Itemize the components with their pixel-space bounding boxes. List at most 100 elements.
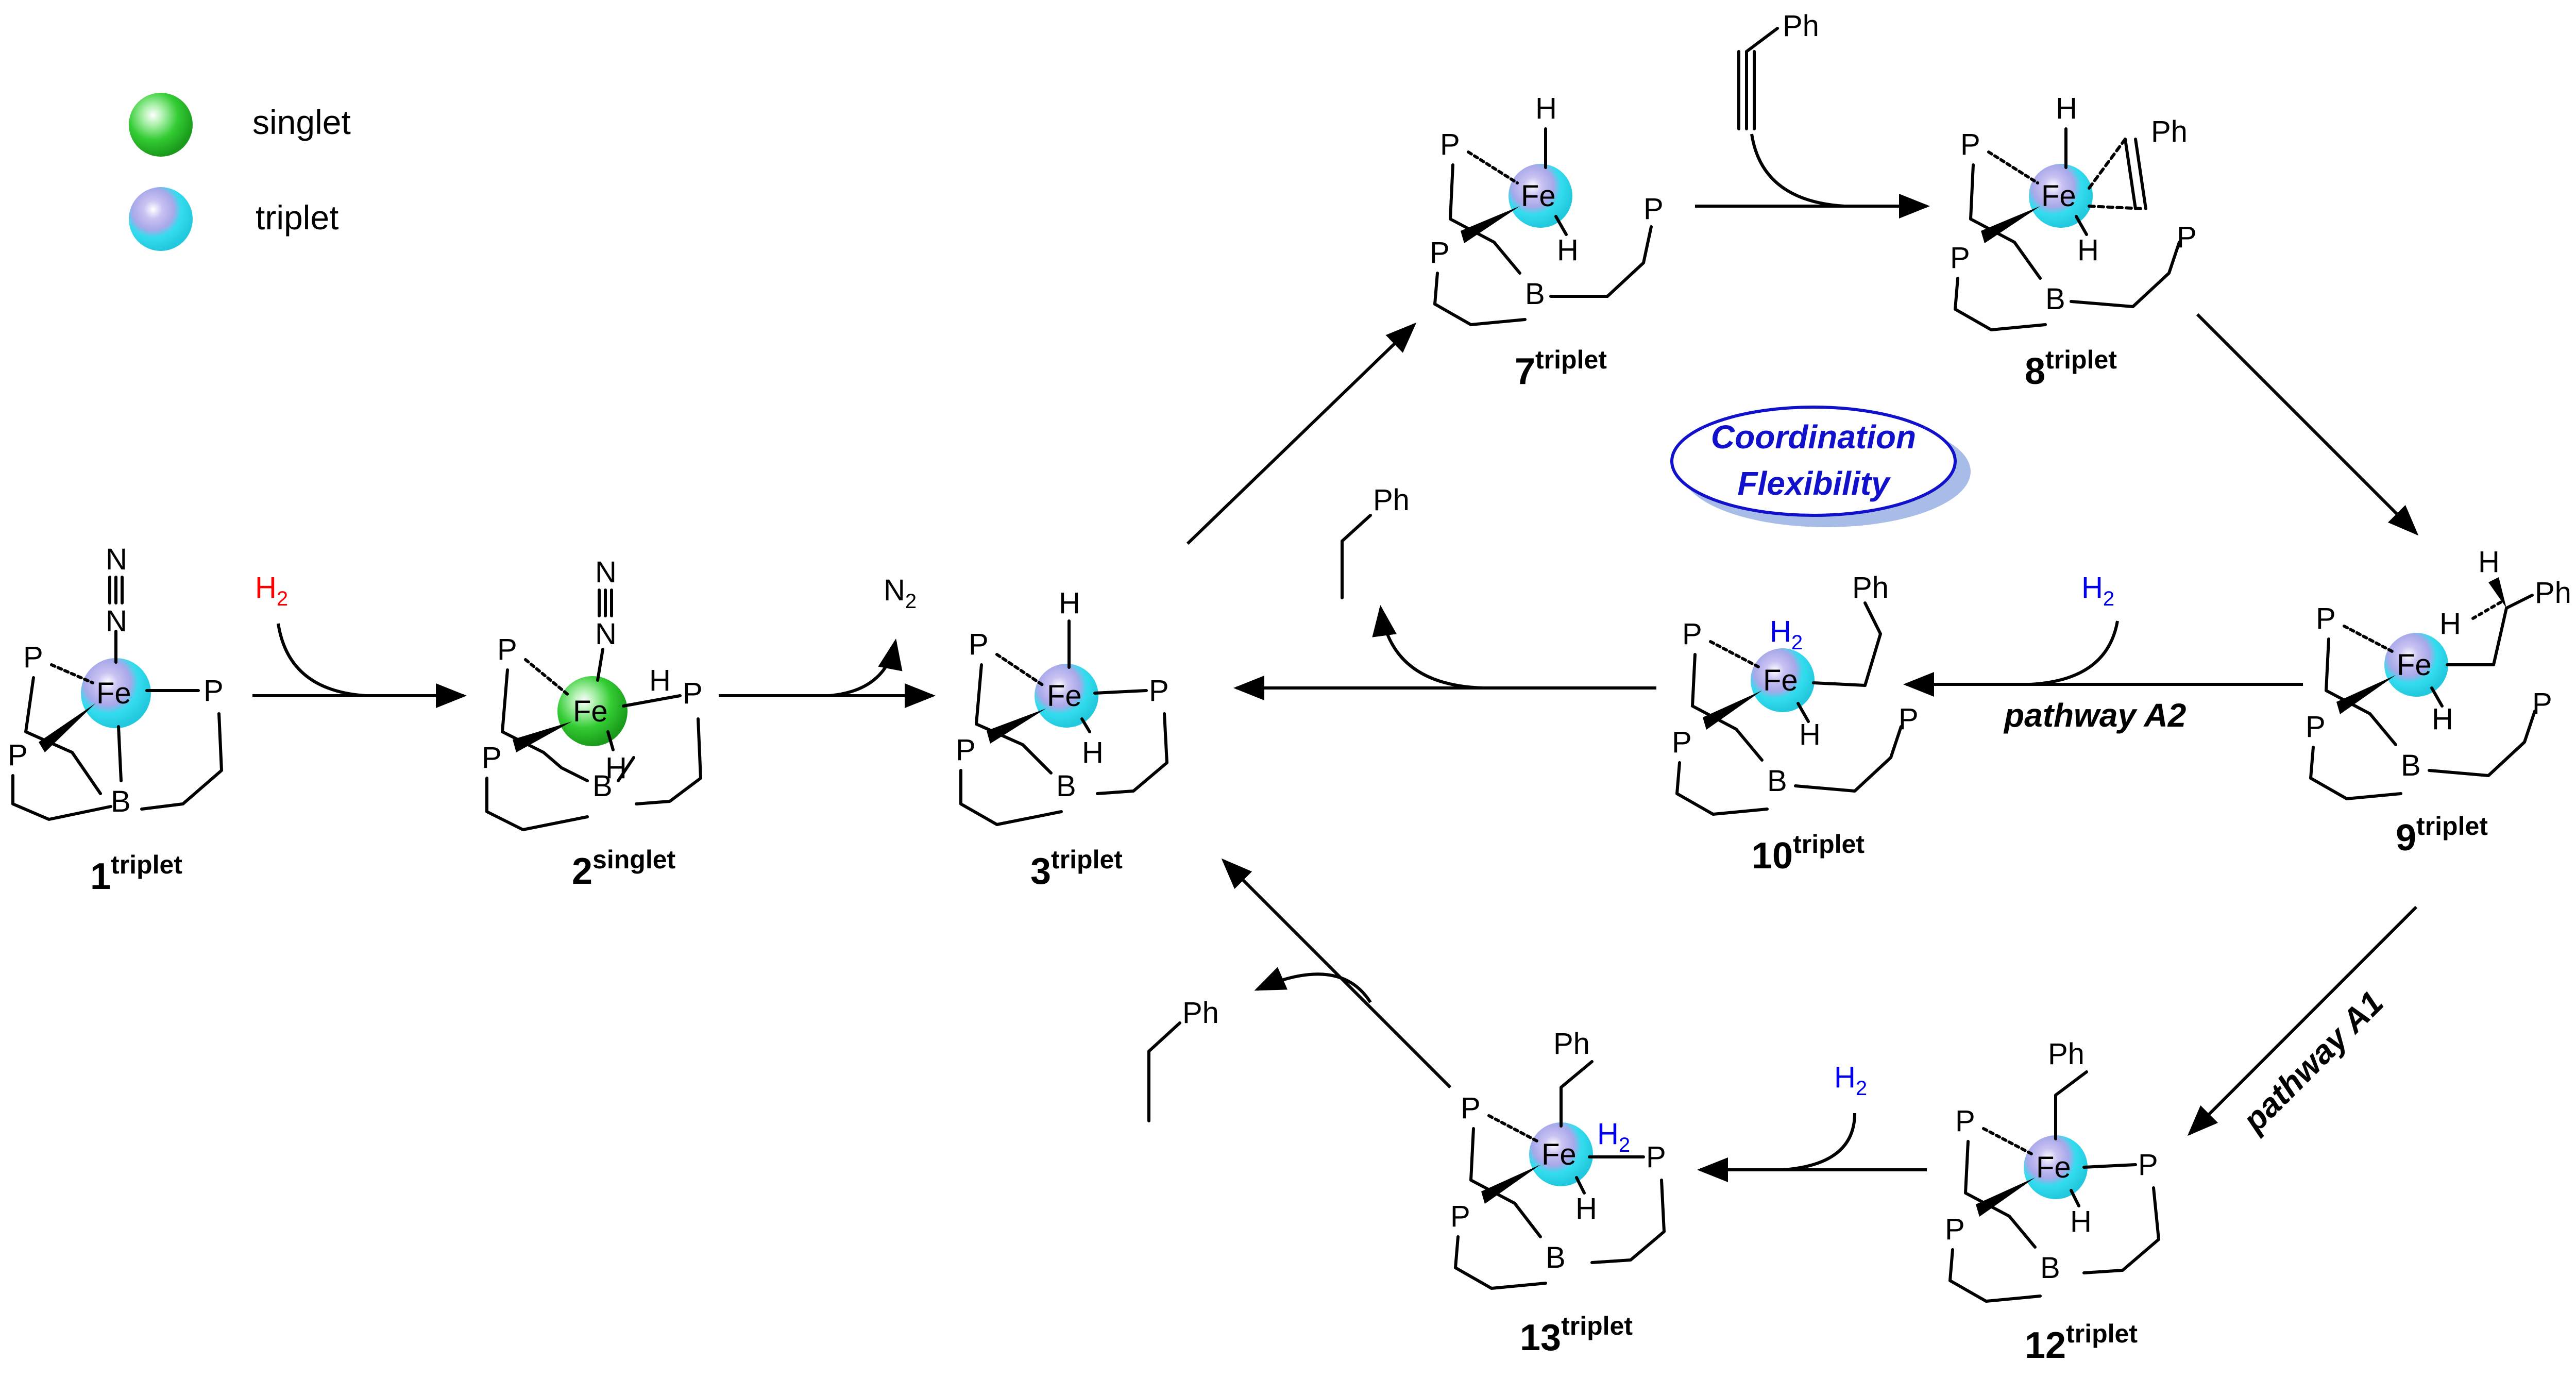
arrow-2-to-3: N2 xyxy=(719,574,936,708)
fe-triplet-sphere xyxy=(2024,1135,2088,1199)
compound-3: Fe H P H P P B 3triplet xyxy=(956,586,1169,892)
svg-text:H: H xyxy=(2439,607,2461,641)
svg-text:P: P xyxy=(1643,192,1664,226)
svg-text:H: H xyxy=(2077,233,2099,267)
svg-text:Fe: Fe xyxy=(2036,1151,2071,1184)
fe-triplet-sphere xyxy=(1035,664,1098,728)
legend-singlet-label: singlet xyxy=(252,103,351,141)
arrow-9-to-10: H2 pathway A2 xyxy=(1903,571,2303,734)
triplet-legend-sphere xyxy=(129,187,193,251)
svg-text:H2: H2 xyxy=(1770,615,1803,654)
svg-text:P: P xyxy=(23,641,43,674)
svg-text:Fe: Fe xyxy=(1763,664,1798,697)
svg-text:P: P xyxy=(1646,1140,1666,1174)
legend-triplet-label: triplet xyxy=(256,198,338,237)
arrow-1-to-2: H2 xyxy=(252,571,467,708)
svg-text:P: P xyxy=(1945,1213,1965,1246)
svg-text:P: P xyxy=(1955,1104,1975,1138)
svg-text:H: H xyxy=(605,751,627,785)
svg-text:H: H xyxy=(2070,1205,2092,1238)
svg-text:P: P xyxy=(1149,674,1169,708)
compound-8: Fe H H Ph P P B P 8triplet xyxy=(1950,92,2197,392)
compound-2: Fe N N H P H P P B 2singlet xyxy=(482,556,703,892)
fe-triplet-sphere xyxy=(1529,1122,1593,1186)
arrow-10-to-3: Ph xyxy=(1233,483,1656,700)
svg-text:H: H xyxy=(2478,545,2500,579)
phenylacetylene-ph: Ph xyxy=(1783,9,1819,43)
svg-text:B: B xyxy=(1767,764,1787,798)
svg-text:B: B xyxy=(1546,1241,1566,1274)
compound-9: Fe H H Ph H P P B P 9triplet xyxy=(2306,545,2571,859)
h2-reagent-a1: H2 xyxy=(1834,1061,1867,1100)
svg-text:P: P xyxy=(969,628,989,661)
svg-text:B: B xyxy=(2045,282,2065,316)
svg-text:P: P xyxy=(1672,726,1692,759)
svg-text:Ph: Ph xyxy=(2151,115,2188,148)
svg-text:P: P xyxy=(2316,602,2336,635)
svg-text:B: B xyxy=(2040,1251,2060,1285)
fe-triplet-sphere xyxy=(1509,164,1572,228)
svg-text:Fe: Fe xyxy=(2041,179,2076,213)
svg-text:P: P xyxy=(1440,128,1460,161)
label-compound-9: 9triplet xyxy=(2396,812,2488,859)
label-compound-10: 10triplet xyxy=(1752,830,1865,877)
compound-13: Fe Ph H2 P H P P B 13triplet xyxy=(1450,1027,1666,1358)
compound-10: Fe H2 Ph H P P B P 10triplet xyxy=(1672,571,1919,877)
ethylbenzene-ph-a1: Ph xyxy=(1182,996,1219,1030)
svg-text:B: B xyxy=(2401,749,2421,782)
label-compound-3: 3triplet xyxy=(1030,845,1123,892)
arrow-8-to-9 xyxy=(2196,313,2419,536)
svg-text:H: H xyxy=(1799,718,1821,751)
h2-reagent: H2 xyxy=(255,571,288,610)
svg-text:Fe: Fe xyxy=(573,695,608,728)
svg-text:P: P xyxy=(204,674,224,708)
arrow-12-to-13: H2 xyxy=(1697,1061,1927,1182)
svg-text:P: P xyxy=(1960,128,1980,161)
svg-text:P: P xyxy=(497,633,517,666)
svg-text:N: N xyxy=(106,604,127,638)
svg-text:P: P xyxy=(1950,241,1970,275)
singlet-legend-sphere xyxy=(129,93,193,157)
svg-text:Ph: Ph xyxy=(2535,576,2571,610)
svg-text:H: H xyxy=(649,664,671,697)
svg-text:P: P xyxy=(1461,1091,1481,1125)
arrow-13-to-3: Ph xyxy=(1147,858,1452,1122)
svg-text:B: B xyxy=(111,785,131,818)
svg-text:H: H xyxy=(2056,92,2077,125)
svg-text:Ph: Ph xyxy=(1553,1027,1590,1061)
compound-12: Fe Ph P H P P B 12triplet xyxy=(1945,1037,2160,1366)
svg-text:H: H xyxy=(1535,92,1557,125)
svg-text:H2: H2 xyxy=(1597,1117,1630,1156)
arrow-7-to-8: Ph xyxy=(1695,9,1930,219)
svg-text:P: P xyxy=(8,738,28,772)
svg-text:Ph: Ph xyxy=(2048,1037,2084,1071)
svg-text:B: B xyxy=(592,769,613,803)
svg-text:N: N xyxy=(595,556,617,589)
svg-text:Fe: Fe xyxy=(1541,1138,1577,1171)
svg-text:P: P xyxy=(2306,710,2326,744)
compound-7: Fe H H P P B P 7triplet xyxy=(1430,92,1664,392)
svg-text:P: P xyxy=(683,677,703,710)
pathway-a2-label: pathway A2 xyxy=(2003,697,2186,734)
legend: singlet triplet xyxy=(129,93,351,251)
label-compound-8: 8triplet xyxy=(2025,345,2117,392)
svg-text:B: B xyxy=(1056,769,1076,803)
svg-text:Fe: Fe xyxy=(96,677,131,710)
svg-text:Fe: Fe xyxy=(1047,679,1082,713)
svg-text:P: P xyxy=(956,733,976,767)
ethylbenzene-ph-a2: Ph xyxy=(1373,483,1410,517)
h2-reagent-a2: H2 xyxy=(2081,571,2114,610)
arrow-3-to-7 xyxy=(1186,322,1417,545)
fe-triplet-sphere xyxy=(1751,648,1815,712)
svg-text:H: H xyxy=(1059,586,1080,620)
svg-text:Ph: Ph xyxy=(1852,571,1889,604)
svg-text:H: H xyxy=(2432,702,2453,736)
svg-text:P: P xyxy=(2138,1148,2158,1182)
n2-product: N2 xyxy=(884,574,917,613)
fe-triplet-sphere xyxy=(2384,633,2448,697)
svg-text:N: N xyxy=(106,543,127,576)
fe-triplet-sphere xyxy=(2029,164,2093,228)
svg-text:P: P xyxy=(482,741,502,775)
svg-text:P: P xyxy=(1450,1200,1470,1233)
